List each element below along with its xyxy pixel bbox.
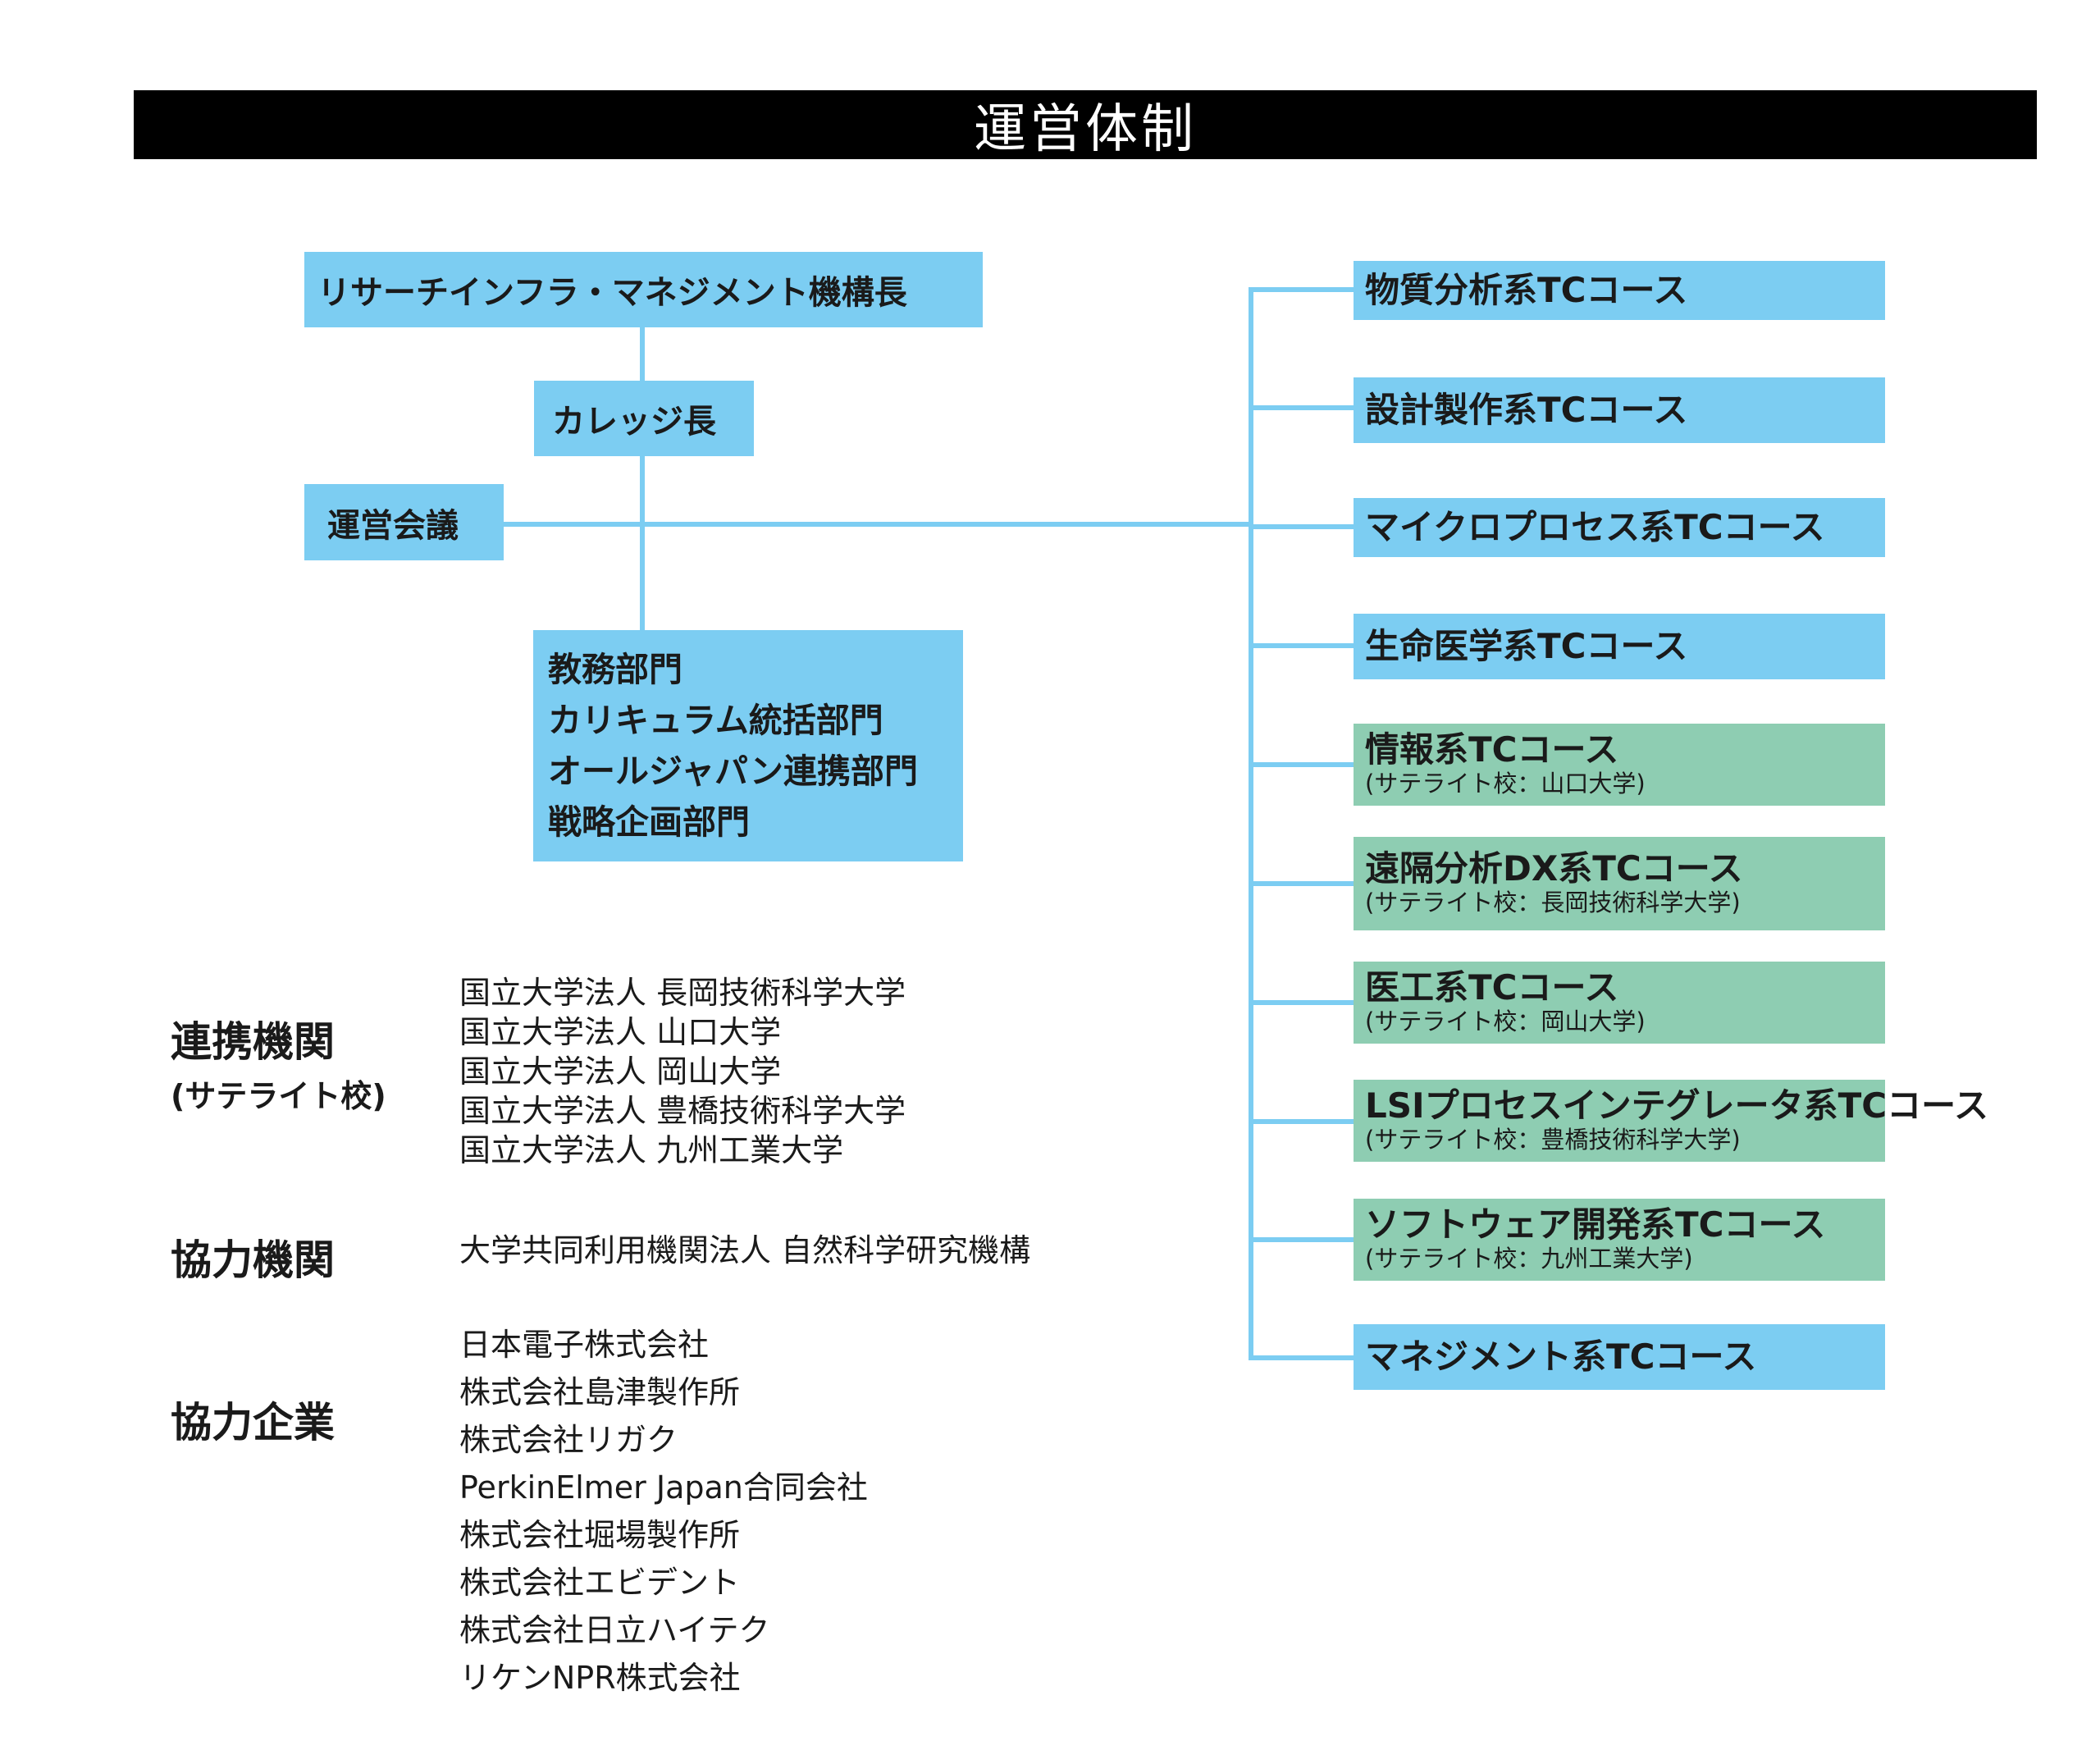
list-item: 大学共同利用機関法人 自然科学研究機構 xyxy=(459,1232,1031,1268)
course-box: 遠隔分析DX系TCコース (サテライト校：長岡技術科学大学) xyxy=(1354,837,1885,930)
list-item: 株式会社日立ハイテク xyxy=(459,1612,770,1648)
list-item: 株式会社堀場製作所 xyxy=(459,1517,741,1553)
connector-college-departments xyxy=(640,456,645,632)
course-connector xyxy=(1249,524,1354,529)
list-item: 国立大学法人 九州工業大学 xyxy=(459,1132,844,1168)
departments-box: 教務部門 カリキュラム統括部門 オールジャパン連携部門 戦略企画部門 xyxy=(533,630,963,861)
course-box: ソフトウェア開発系TCコース (サテライト校：九州工業大学) xyxy=(1354,1199,1885,1281)
council-box: 運営会議 xyxy=(304,484,504,560)
course-connector xyxy=(1249,1119,1354,1124)
department-item: カリキュラム統括部門 xyxy=(548,701,883,740)
course-connector xyxy=(1249,881,1354,886)
course-satellite: (サテライト校：山口大学) xyxy=(1365,770,1646,798)
course-name: ソフトウェア開発系TCコース xyxy=(1365,1204,1826,1245)
course-connector xyxy=(1249,405,1354,410)
list-item: PerkinElmer Japan合同会社 xyxy=(459,1469,868,1506)
course-box: 情報系TCコース (サテライト校：山口大学) xyxy=(1354,724,1885,806)
course-name: 情報系TCコース xyxy=(1365,729,1619,770)
course-connector xyxy=(1249,762,1354,767)
council-label: 運営会議 xyxy=(327,506,459,545)
course-box: 設計製作系TCコース xyxy=(1354,377,1885,443)
course-connector xyxy=(1249,287,1354,292)
course-connector xyxy=(1249,1355,1354,1360)
list-item: リケンNPR株式会社 xyxy=(459,1660,741,1696)
list-item: 国立大学法人 山口大学 xyxy=(459,1014,782,1050)
course-connector xyxy=(1249,1000,1354,1005)
department-item: オールジャパン連携部門 xyxy=(548,752,918,791)
course-name: 生命医学系TCコース xyxy=(1365,625,1688,666)
course-name: 設計製作系TCコース xyxy=(1365,389,1688,430)
course-box: マイクロプロセス系TCコース xyxy=(1354,498,1885,557)
companies-label: 協力企業 xyxy=(171,1399,335,1446)
list-item: 株式会社島津製作所 xyxy=(459,1374,741,1410)
college-label: カレッジ長 xyxy=(552,403,716,441)
institutions-label: 協力機関 xyxy=(171,1236,335,1284)
course-name: 遠隔分析DX系TCコース xyxy=(1365,848,1743,889)
course-box: 医工系TCコース (サテライト校：岡山大学) xyxy=(1354,962,1885,1044)
partners-list: 国立大学法人 長岡技術科学大学 国立大学法人 山口大学 国立大学法人 岡山大学 … xyxy=(459,973,906,1170)
course-box: マネジメント系TCコース xyxy=(1354,1324,1885,1390)
course-satellite: (サテライト校：豊橋技術科学大学) xyxy=(1365,1126,1741,1154)
head-label: リサーチインフラ・マネジメント機構長 xyxy=(317,274,907,312)
college-box: カレッジ長 xyxy=(534,381,754,456)
page-title: 運営体制 xyxy=(134,90,2037,160)
course-satellite: (サテライト校：長岡技術科学大学) xyxy=(1365,889,1741,917)
course-box: 物質分析系TCコース xyxy=(1354,261,1885,320)
course-satellite: (サテライト校：岡山大学) xyxy=(1365,1008,1646,1036)
course-name: 物質分析系TCコース xyxy=(1365,269,1688,310)
list-item: 国立大学法人 岡山大学 xyxy=(459,1053,782,1090)
connector-head-college xyxy=(640,327,645,381)
course-connector xyxy=(1249,643,1354,648)
partners-sublabel: (サテライト校) xyxy=(171,1078,386,1114)
partners-label: 連携機関 xyxy=(171,1018,335,1066)
course-name: LSIプロセスインテグレータ系TCコース xyxy=(1365,1085,1989,1126)
companies-list: 日本電子株式会社 株式会社島津製作所 株式会社リガク PerkinElmer J… xyxy=(459,1321,868,1702)
course-box: LSIプロセスインテグレータ系TCコース (サテライト校：豊橋技術科学大学) xyxy=(1354,1080,1989,1162)
connector-council-bus xyxy=(502,522,1253,527)
list-item: 国立大学法人 豊橋技術科学大学 xyxy=(459,1093,906,1129)
department-item: 教務部門 xyxy=(548,650,682,689)
course-name: 医工系TCコース xyxy=(1365,967,1619,1008)
course-connector xyxy=(1249,1237,1354,1242)
list-item: 国立大学法人 長岡技術科学大学 xyxy=(459,975,906,1011)
institutions-list: 大学共同利用機関法人 自然科学研究機構 xyxy=(459,1231,1030,1270)
course-box: 生命医学系TCコース xyxy=(1354,614,1885,679)
list-item: 日本電子株式会社 xyxy=(459,1327,710,1363)
connector-vertical-bus xyxy=(1249,287,1253,1360)
list-item: 株式会社エビデント xyxy=(459,1565,741,1601)
list-item: 株式会社リガク xyxy=(459,1422,678,1458)
head-box: リサーチインフラ・マネジメント機構長 xyxy=(304,252,983,327)
course-satellite: (サテライト校：九州工業大学) xyxy=(1365,1245,1693,1273)
course-name: マイクロプロセス系TCコース xyxy=(1365,506,1825,547)
department-item: 戦略企画部門 xyxy=(548,802,750,842)
course-name: マネジメント系TCコース xyxy=(1365,1336,1757,1377)
